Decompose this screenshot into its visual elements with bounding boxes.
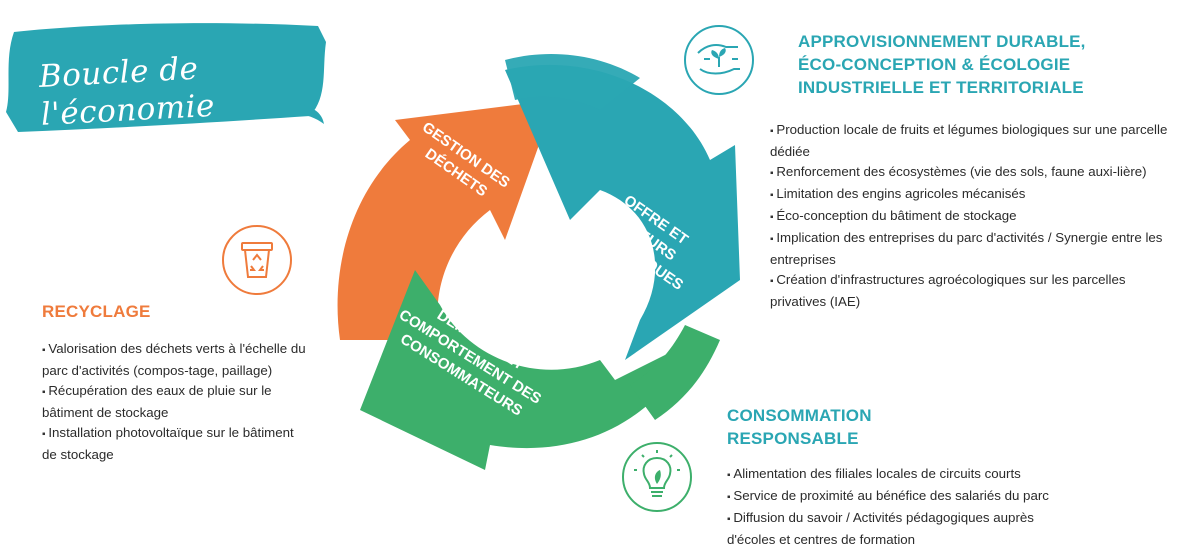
circular-economy-cycle: GESTION DES DÉCHETS OFFRE ET ACTEURS ÉCO…	[300, 40, 760, 480]
list-item: Production locale de fruits et légumes b…	[770, 120, 1170, 162]
arrow-demande-tail	[630, 325, 720, 420]
approvisionnement-list: Production locale de fruits et légumes b…	[770, 120, 1170, 312]
approvisionnement-title-line: INDUSTRIELLE ET TERRITORIALE	[798, 78, 1084, 97]
consommation-list: Alimentation des filiales locales de cir…	[727, 464, 1067, 550]
arrow-gestion-dechets	[337, 100, 555, 340]
list-item: Installation photovoltaïque sur le bâtim…	[42, 423, 312, 465]
recyclage-block: RECYCLAGE Valorisation des déchets verts…	[42, 300, 312, 465]
list-item: Implication des entreprises du parc d'ac…	[770, 228, 1170, 270]
consommation-title: CONSOMMATION RESPONSABLE	[727, 404, 1167, 450]
approvisionnement-title-line: APPROVISIONNEMENT DURABLE,	[798, 32, 1086, 51]
recyclage-title: RECYCLAGE	[42, 302, 151, 321]
list-item: Alimentation des filiales locales de cir…	[727, 464, 1067, 486]
page-title: Boucle de l'économie circulaire	[38, 43, 334, 172]
title-banner: Boucle de l'économie circulaire	[0, 20, 330, 171]
list-item: Valorisation des déchets verts à l'échel…	[42, 339, 312, 381]
recycle-bin-icon	[220, 223, 294, 302]
lightbulb-leaf-icon	[620, 440, 694, 519]
list-item: Limitation des engins agricoles mécanisé…	[770, 184, 1170, 206]
list-item: Service de proximité au bénéfice des sal…	[727, 486, 1067, 508]
list-item: Création d'infrastructures agroécologiqu…	[770, 270, 1170, 312]
title-line-2: l'économie circulaire	[40, 87, 216, 171]
arrow-demande-comportement	[360, 270, 695, 470]
arrow-offre-tail	[505, 54, 640, 110]
list-item: Diffusion du savoir / Activités pédagogi…	[727, 508, 1067, 550]
recyclage-list: Valorisation des déchets verts à l'échel…	[42, 339, 312, 465]
approvisionnement-list-block: Production locale de fruits et légumes b…	[770, 112, 1170, 312]
hands-plant-icon	[682, 23, 756, 102]
brush-stroke-background	[6, 23, 326, 132]
arrow-offre-acteurs	[505, 64, 740, 361]
approvisionnement-block: APPROVISIONNEMENT DURABLE, ÉCO-CONCEPTIO…	[798, 30, 1168, 99]
consommation-title-line: CONSOMMATION	[727, 406, 872, 425]
approvisionnement-title-line: ÉCO-CONCEPTION & ÉCOLOGIE	[798, 55, 1071, 74]
list-item: Éco-conception du bâtiment de stockage	[770, 206, 1170, 228]
list-item: Renforcement des écosystèmes (vie des so…	[770, 162, 1170, 184]
consommation-block: CONSOMMATION RESPONSABLE Alimentation de…	[727, 404, 1167, 550]
approvisionnement-title: APPROVISIONNEMENT DURABLE, ÉCO-CONCEPTIO…	[798, 30, 1168, 99]
consommation-title-line: RESPONSABLE	[727, 429, 859, 448]
list-item: Récupération des eaux de pluie sur le bâ…	[42, 381, 312, 423]
